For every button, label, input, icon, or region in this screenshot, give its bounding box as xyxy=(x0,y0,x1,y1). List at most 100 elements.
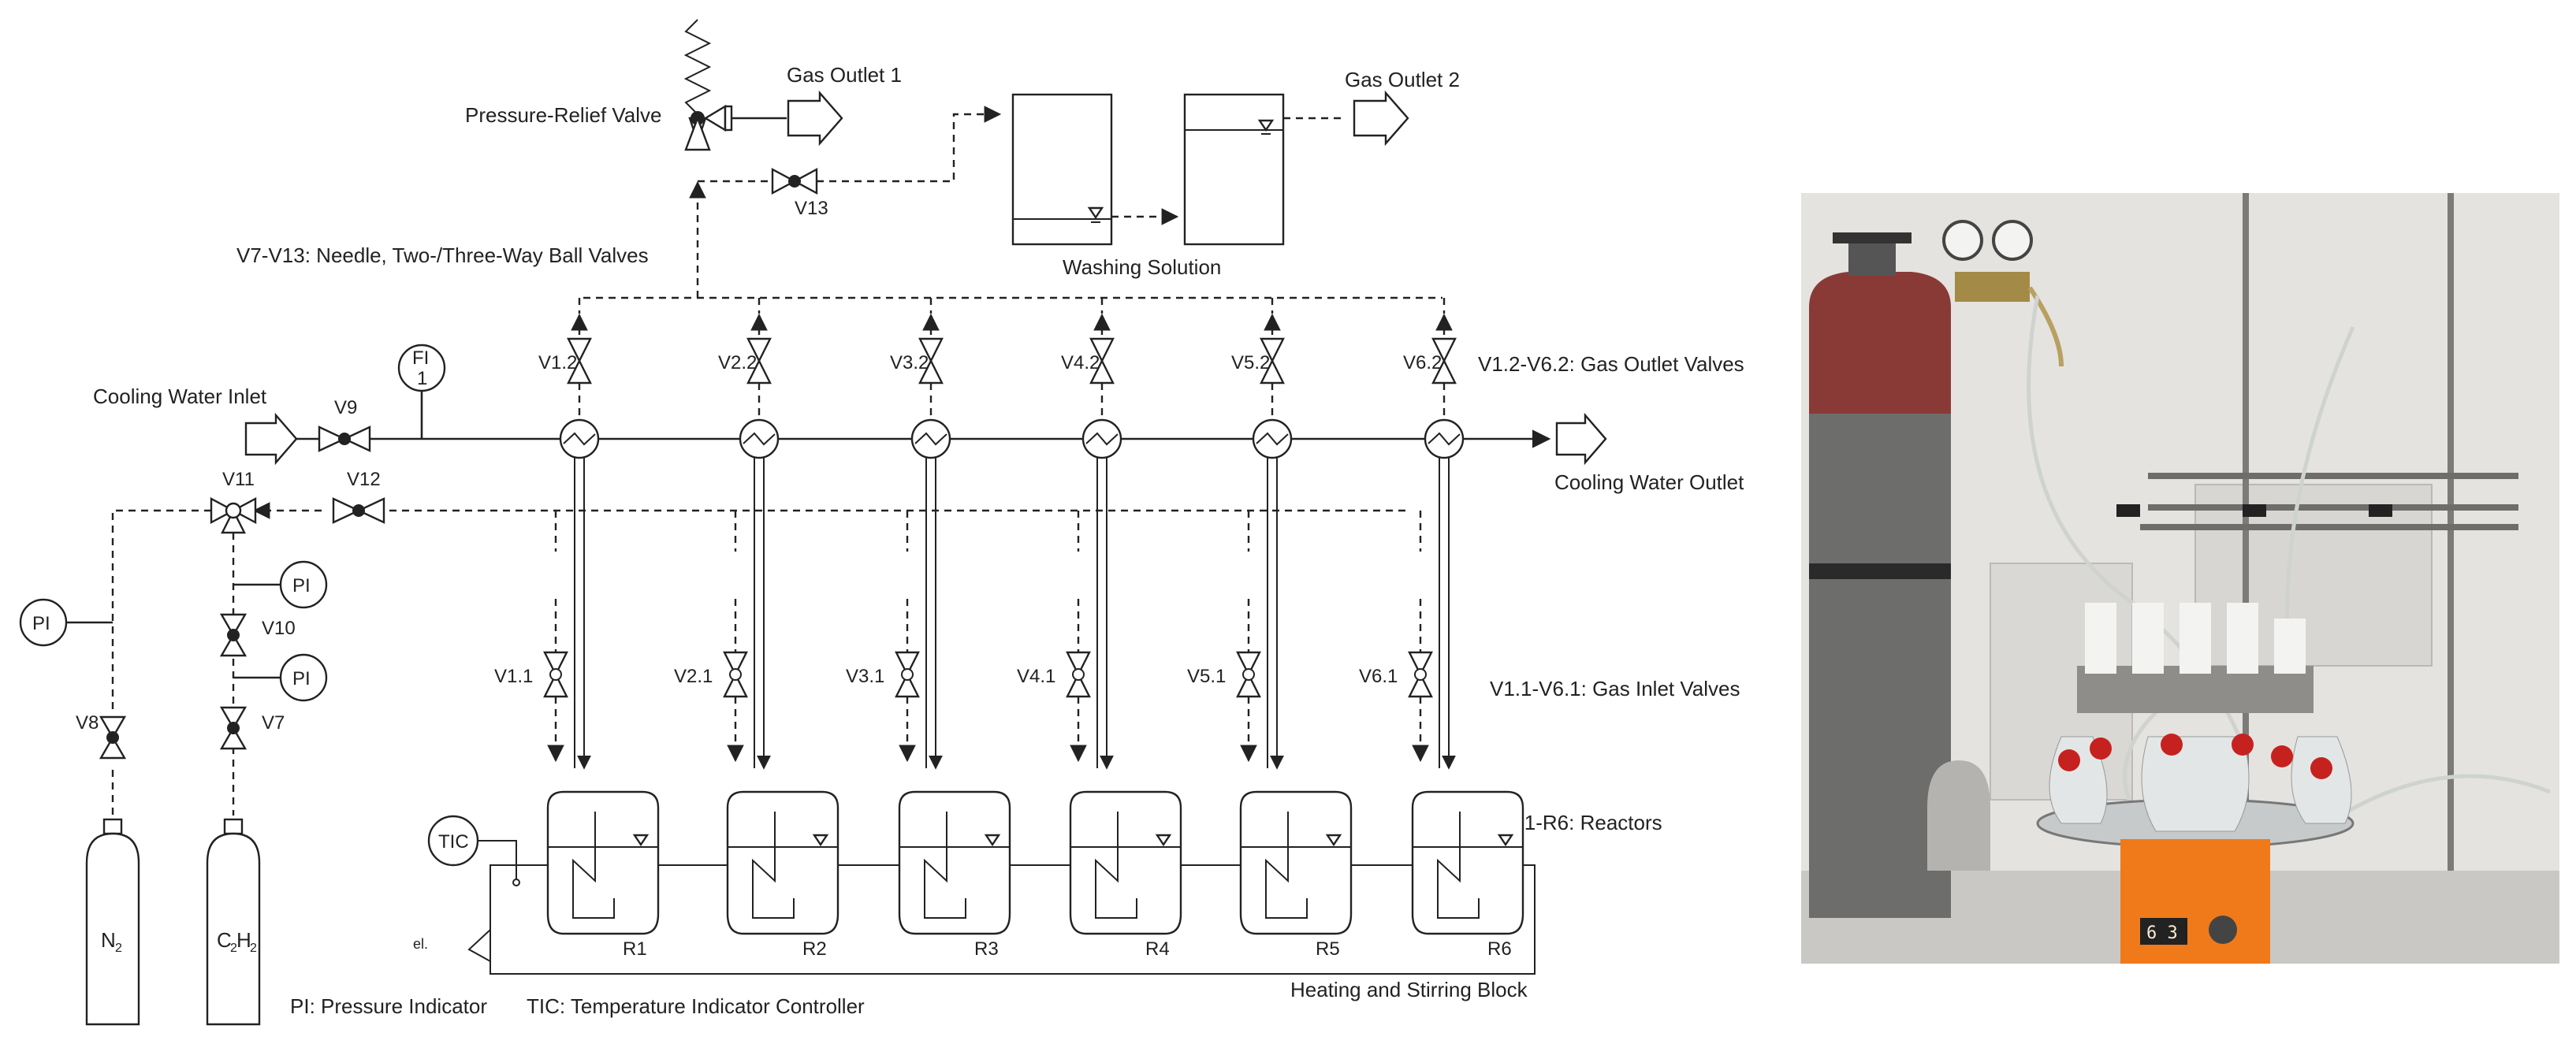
v9-label: V9 xyxy=(334,397,357,418)
outlet-valve-label: V6.2 xyxy=(1403,352,1442,373)
svg-text:N: N xyxy=(101,928,116,952)
reactor-unit-6: V6.2V6.1R6 xyxy=(1359,298,1524,960)
reactor-label: R4 xyxy=(1145,938,1170,960)
spring-icon xyxy=(683,19,712,115)
reactor-unit-1: V1.2V1.1R1 xyxy=(494,298,660,960)
gas-outlet-1-label: Gas Outlet 1 xyxy=(787,63,902,87)
reactor-unit-3: V3.2V3.1R3 xyxy=(846,298,1011,960)
reactor-label: R6 xyxy=(1487,938,1512,960)
svg-text:TIC: TIC xyxy=(438,831,469,853)
reactor-unit-5: V5.2V5.1R5 xyxy=(1187,298,1353,960)
v11-label: V11 xyxy=(222,469,255,490)
reactor-label: R5 xyxy=(1316,938,1340,960)
reactor-unit-2: V2.2V2.1R2 xyxy=(674,298,839,960)
reactor-vessel-icon xyxy=(1069,790,1182,935)
reactor-unit-4: V4.2V4.1R4 xyxy=(1017,298,1182,960)
valve-v9 xyxy=(318,425,371,452)
stirrer-icon xyxy=(924,812,966,919)
gas-outlet-1-arrow-icon xyxy=(787,90,843,147)
svg-text:H: H xyxy=(236,928,251,952)
svg-text:2: 2 xyxy=(230,942,237,955)
outlet-valve-icon xyxy=(1260,337,1285,363)
pressure-relief-valve xyxy=(683,19,843,151)
flow-indicator-fi1: FI 1 xyxy=(397,344,446,439)
gas-outlet-valves-label: V1.2-V6.2: Gas Outlet Valves xyxy=(1478,352,1744,376)
outlet-valve-icon xyxy=(567,337,592,363)
temperature-controller-tic: TIC xyxy=(427,815,520,962)
inlet-valve-label: V2.1 xyxy=(674,666,713,687)
valve-v7 xyxy=(219,706,248,750)
outlet-valve-icon xyxy=(1431,337,1457,363)
inlet-valve-icon xyxy=(723,651,748,677)
svg-text:1: 1 xyxy=(417,368,427,389)
photo-regulator xyxy=(1942,220,2064,367)
c2h2-cylinder: C 2 H 2 xyxy=(206,818,261,1026)
el-label: el. xyxy=(413,936,428,952)
washing-solution-label: Washing Solution xyxy=(1063,255,1221,279)
washing-tank-2 xyxy=(1183,93,1285,246)
inlet-valve-label: V1.1 xyxy=(494,666,533,687)
inlet-valve-icon xyxy=(1236,651,1261,677)
outlet-valve-label: V4.2 xyxy=(1061,352,1100,373)
valve-v10 xyxy=(219,613,248,657)
valve-v11 xyxy=(210,496,257,534)
inlet-valve-icon xyxy=(1408,651,1433,677)
reactor-vessel-icon xyxy=(726,790,839,935)
valve-v12 xyxy=(332,497,385,524)
outlet-valve-icon xyxy=(1089,337,1115,363)
stirrer-icon xyxy=(1095,812,1137,919)
svg-text:PI: PI xyxy=(292,575,311,596)
svg-text:FI: FI xyxy=(412,347,429,369)
pressure-indicator-2: PI xyxy=(233,653,328,702)
washing-tank-1 xyxy=(1011,93,1113,246)
reactors-legend: R1-R6: Reactors xyxy=(1509,811,1662,834)
outlet-valve-icon xyxy=(918,337,944,363)
inlet-valve-label: V6.1 xyxy=(1359,666,1398,687)
gas-outlet-2-label: Gas Outlet 2 xyxy=(1345,68,1460,91)
heating-stirring-block xyxy=(490,864,1536,975)
pressure-relief-valve-label: Pressure-Relief Valve xyxy=(465,103,662,127)
valve-v13 xyxy=(771,167,818,195)
stirrer-icon xyxy=(752,812,795,919)
v13-label: V13 xyxy=(795,198,828,219)
photo-magnetic-stirrer: 6 3 xyxy=(2120,839,2270,964)
stirrer-icon xyxy=(1437,812,1480,919)
gas-inlet-valves-label: V1.1-V6.1: Gas Inlet Valves xyxy=(1490,677,1740,700)
reactor-units: V1.2V1.1R1V2.2V2.1R2V3.2V3.1R3V4.2V4.1R4… xyxy=(494,298,1524,960)
reactor-label: R1 xyxy=(623,938,647,960)
reactor-vessel-icon xyxy=(1239,790,1353,935)
svg-text:PI: PI xyxy=(292,668,311,689)
inlet-valve-icon xyxy=(1066,651,1091,677)
inlet-valve-label: V5.1 xyxy=(1187,666,1226,687)
svg-text:2: 2 xyxy=(115,942,122,955)
inlet-valve-icon xyxy=(895,651,920,677)
stirrer-icon xyxy=(1265,812,1308,919)
outlet-valve-label: V1.2 xyxy=(538,352,577,373)
heating-block-label: Heating and Stirring Block xyxy=(1290,978,1528,1001)
pressure-indicator-1: PI xyxy=(233,560,328,609)
reactor-vessel-icon xyxy=(898,790,1011,935)
cooling-water-inlet-label: Cooling Water Inlet xyxy=(93,385,267,408)
reactor-label: R3 xyxy=(974,938,999,960)
pi-legend: PI: Pressure Indicator xyxy=(290,994,487,1018)
stirrer-icon xyxy=(572,812,615,919)
n2-cylinder: N 2 xyxy=(85,818,140,1026)
svg-text:C: C xyxy=(217,928,232,952)
gas-outlet-2-arrow-icon xyxy=(1353,90,1409,147)
reactor-label: R2 xyxy=(802,938,827,960)
inlet-valve-icon xyxy=(543,651,568,677)
inlet-valve-label: V4.1 xyxy=(1017,666,1055,687)
v10-label: V10 xyxy=(262,618,296,639)
svg-text:6 3: 6 3 xyxy=(2146,923,2178,943)
inlet-valve-label: V3.1 xyxy=(846,666,884,687)
v12-label: V12 xyxy=(347,469,381,490)
v7-label: V7 xyxy=(262,712,285,734)
valve-v8 xyxy=(99,715,127,760)
svg-text:PI: PI xyxy=(32,613,50,634)
cooling-water-outlet-label: Cooling Water Outlet xyxy=(1554,470,1744,494)
pressure-indicator-n2: PI xyxy=(19,598,113,647)
outlet-valve-icon xyxy=(746,337,772,363)
tic-legend: TIC: Temperature Indicator Controller xyxy=(527,994,865,1018)
